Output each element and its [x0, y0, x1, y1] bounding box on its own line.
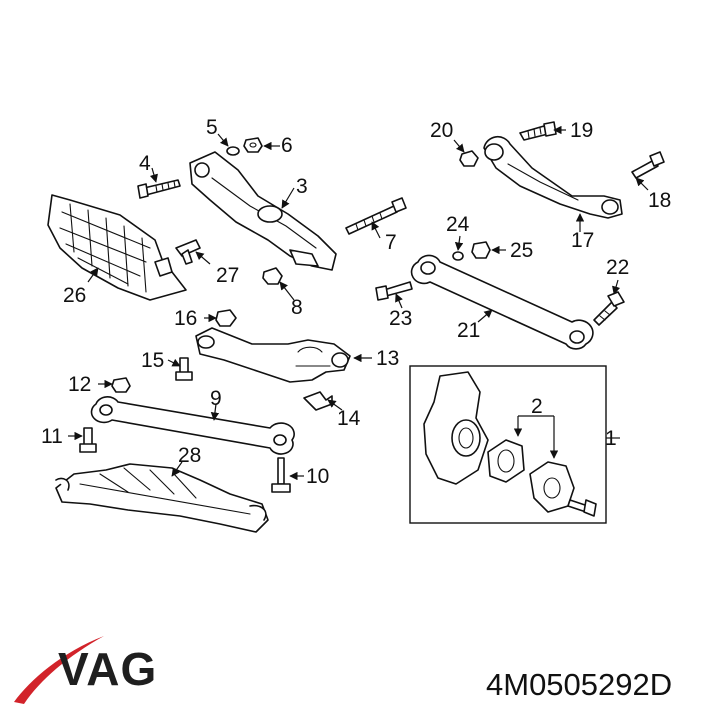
- callout-28: 28: [178, 444, 201, 467]
- clip-part-27: [175, 239, 201, 265]
- callout-1: 1: [605, 427, 617, 450]
- nut-part-8: [262, 267, 283, 285]
- callout-labels: 1 2 3 4 5 6 7 8 9 10 11 12 13 14 15 16 1…: [41, 116, 671, 488]
- spring-link-part-13: [195, 327, 351, 383]
- callout-4: 4: [139, 152, 151, 175]
- nut-part-6: [243, 137, 263, 153]
- callout-10: 10: [306, 465, 329, 488]
- callout-8: 8: [291, 296, 303, 319]
- callout-11: 11: [41, 425, 63, 448]
- part-number: 4M0505292D: [486, 667, 672, 702]
- callout-5: 5: [206, 116, 218, 139]
- bolt-part-18: [631, 151, 665, 179]
- callout-16: 16: [174, 307, 197, 330]
- callout-9: 9: [210, 387, 222, 410]
- clip-part-14: [303, 391, 333, 411]
- callout-26: 26: [63, 284, 86, 307]
- logo-text: VAG: [58, 643, 157, 695]
- callout-21: 21: [457, 319, 480, 342]
- nut-part-16: [215, 309, 237, 327]
- callout-18: 18: [648, 189, 671, 212]
- logo-swoosh-icon: [14, 636, 104, 704]
- callout-2: 2: [531, 395, 543, 418]
- callout-20: 20: [430, 119, 453, 142]
- washer-part-5: [226, 146, 240, 156]
- lateral-link-part-21: [410, 254, 594, 350]
- lower-link-part-9: [90, 396, 295, 455]
- bolt-part-7: [345, 197, 407, 235]
- callout-12: 12: [68, 373, 91, 396]
- nut-part-20: [459, 150, 479, 167]
- callout-3: 3: [296, 175, 308, 198]
- callout-14: 14: [337, 407, 361, 430]
- callout-23: 23: [389, 307, 412, 330]
- callout-6: 6: [281, 134, 293, 157]
- callout-13: 13: [376, 347, 399, 370]
- bolt-part-10: [271, 457, 291, 493]
- leader-lines: [68, 125, 649, 481]
- bolt-part-11: [79, 427, 97, 453]
- knuckle-assembly-box-part-1: [409, 365, 607, 524]
- nut-part-25: [471, 241, 491, 259]
- callout-19: 19: [570, 119, 593, 142]
- callout-15: 15: [141, 349, 164, 372]
- bolt-part-23: [375, 281, 413, 301]
- callout-27: 27: [216, 264, 239, 287]
- vag-logo: VAG: [14, 636, 157, 704]
- callout-7: 7: [385, 231, 397, 254]
- callout-17: 17: [571, 229, 594, 252]
- underbody-shield-part-26: [47, 194, 187, 301]
- upper-link-part-17: [483, 135, 623, 219]
- callout-25: 25: [510, 239, 533, 262]
- subframe-part-28: [55, 463, 269, 533]
- nut-part-12: [111, 377, 131, 393]
- bolt-part-4: [137, 179, 181, 199]
- bolt-part-19: [519, 121, 557, 141]
- callout-24: 24: [446, 213, 470, 236]
- bolt-part-22: [593, 291, 625, 326]
- washer-part-24: [452, 251, 464, 261]
- bolt-part-15: [175, 357, 193, 381]
- control-arm-part-3: [189, 151, 337, 271]
- callout-22: 22: [606, 256, 629, 279]
